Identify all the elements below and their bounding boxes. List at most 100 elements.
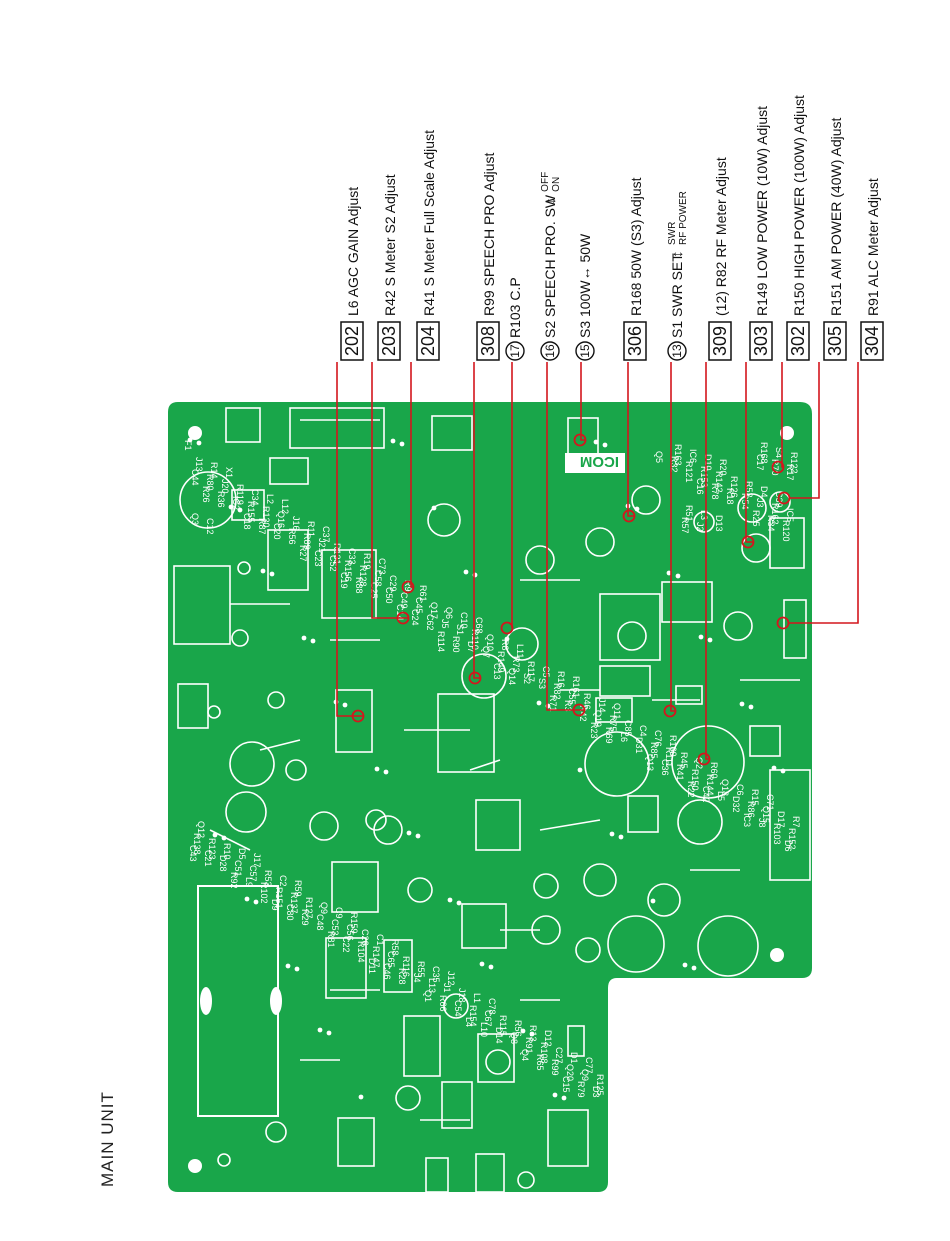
component-ref: C37 (321, 526, 331, 543)
adjustment-code: 309 (710, 326, 730, 356)
test-point-305 (777, 491, 791, 505)
component-ref: D7 (466, 641, 476, 653)
component-ref: Q18 (720, 779, 730, 796)
component-ref: R85 (649, 742, 659, 759)
component-ref: Q15 (761, 806, 771, 823)
test-point-304 (776, 616, 790, 630)
component-ref: R92 (229, 872, 239, 889)
component-ref: R142 (714, 471, 724, 493)
adjustment-label: 17 R103 C.P (505, 277, 525, 361)
component-ref: D28 (218, 855, 228, 872)
component-ref: C25 (369, 582, 379, 599)
component-ref: J21 (317, 538, 327, 553)
component-ref: R13 (528, 1025, 538, 1042)
component-ref: D10 (703, 454, 713, 471)
component-ref: IC6 (688, 449, 698, 463)
component-ref: R99 (550, 1059, 560, 1076)
leader-line-306 (627, 362, 634, 517)
component-ref: R41 (675, 764, 685, 781)
component-ref: J17 (252, 853, 262, 868)
component-ref: R32 (669, 456, 679, 473)
component-ref: Q19 (593, 710, 603, 727)
component-ref: R156 (343, 560, 353, 582)
component-ref: R69 (604, 727, 614, 744)
leader-line-203 (371, 362, 408, 619)
component-ref: R3 (563, 700, 573, 712)
component-ref: R123 (207, 838, 217, 860)
component-ref: J14 (597, 698, 607, 713)
component-ref: Q16 (276, 511, 286, 528)
component-ref: R18 (725, 488, 735, 505)
component-ref: IC5 (785, 508, 795, 522)
component-ref: Q9 (319, 902, 329, 914)
component-ref: Q13 (645, 754, 655, 771)
component-ref: R59 (293, 880, 303, 897)
component-ref: R111 (664, 747, 674, 767)
component-ref: C77 (584, 1057, 594, 1074)
component-ref: C16 (695, 478, 705, 495)
component-ref: C15 (561, 1076, 571, 1093)
component-ref: R17 (785, 464, 795, 481)
component-ref: C10 (459, 612, 469, 629)
component-ref: C57 (248, 865, 258, 882)
component-ref: R115 (498, 1015, 508, 1036)
component-ref: R11 (306, 521, 316, 537)
adjustment-text: L6 AGC GAIN Adjust (345, 187, 361, 316)
component-ref: C5 (541, 666, 551, 678)
adjustment-text: R103 C.P (507, 277, 523, 338)
component-ref: R82 (552, 683, 562, 700)
component-ref: D9 (270, 899, 280, 911)
component-ref: C18 (242, 513, 252, 530)
component-ref: C46 (382, 963, 392, 980)
component-ref: R26 (201, 486, 211, 503)
page-title: MAIN UNIT (98, 1091, 117, 1187)
component-ref: D5 (237, 848, 247, 860)
component-ref: Q1 (423, 990, 433, 1002)
component-ref: R168 (759, 442, 769, 464)
component-ref: R108 (539, 1042, 549, 1064)
component-ref: C56 (345, 924, 355, 941)
component-ref: C20 (272, 523, 282, 540)
component-ref: R53 (263, 870, 273, 887)
adjustment-code: 15 (578, 344, 592, 358)
switch-position-top: SWR (667, 222, 678, 245)
component-ref: J20 (220, 479, 230, 494)
component-ref: R61 (418, 585, 428, 602)
component-ref: J8 (757, 818, 767, 828)
component-ref: R144 (705, 774, 715, 796)
component-ref: D11 (367, 958, 377, 974)
adjustment-leaders (336, 362, 859, 766)
component-ref: D4 (759, 486, 769, 498)
adjustment-code: 17 (508, 344, 522, 358)
component-ref: C12 (205, 518, 215, 535)
component-ref: C9 (334, 907, 344, 919)
component-ref: Q5 (654, 451, 664, 463)
component-ref: Q9 (580, 1069, 590, 1081)
test-point-308 (468, 671, 482, 685)
leader-line-204 (410, 362, 413, 588)
silkscreen-layer (173, 407, 811, 1193)
component-ref: C33 (347, 548, 357, 565)
component-ref: R149 (496, 651, 506, 673)
component-ref: R162 (770, 503, 780, 525)
component-ref: Q4 (520, 1049, 530, 1061)
component-ref: J4 (412, 973, 422, 983)
component-ref: Q17 (429, 602, 439, 619)
adjustment-code: 203 (379, 326, 399, 356)
adjustment-code: 303 (751, 326, 771, 356)
component-ref: R121 (684, 461, 694, 483)
component-ref: R45 (679, 752, 689, 769)
test-point-306 (622, 509, 636, 523)
component-ref: C26 (360, 929, 370, 946)
component-ref: L4 (464, 1017, 474, 1027)
leader-line-16 (546, 362, 584, 711)
adjustment-label: 309 (12) R82 RF Meter Adjust (708, 157, 732, 361)
adjustment-code: 204 (418, 326, 438, 356)
component-ref: R87 (257, 518, 267, 535)
component-ref: L2 (265, 494, 275, 504)
adjustment-text: (12) R82 RF Meter Adjust (713, 157, 729, 316)
